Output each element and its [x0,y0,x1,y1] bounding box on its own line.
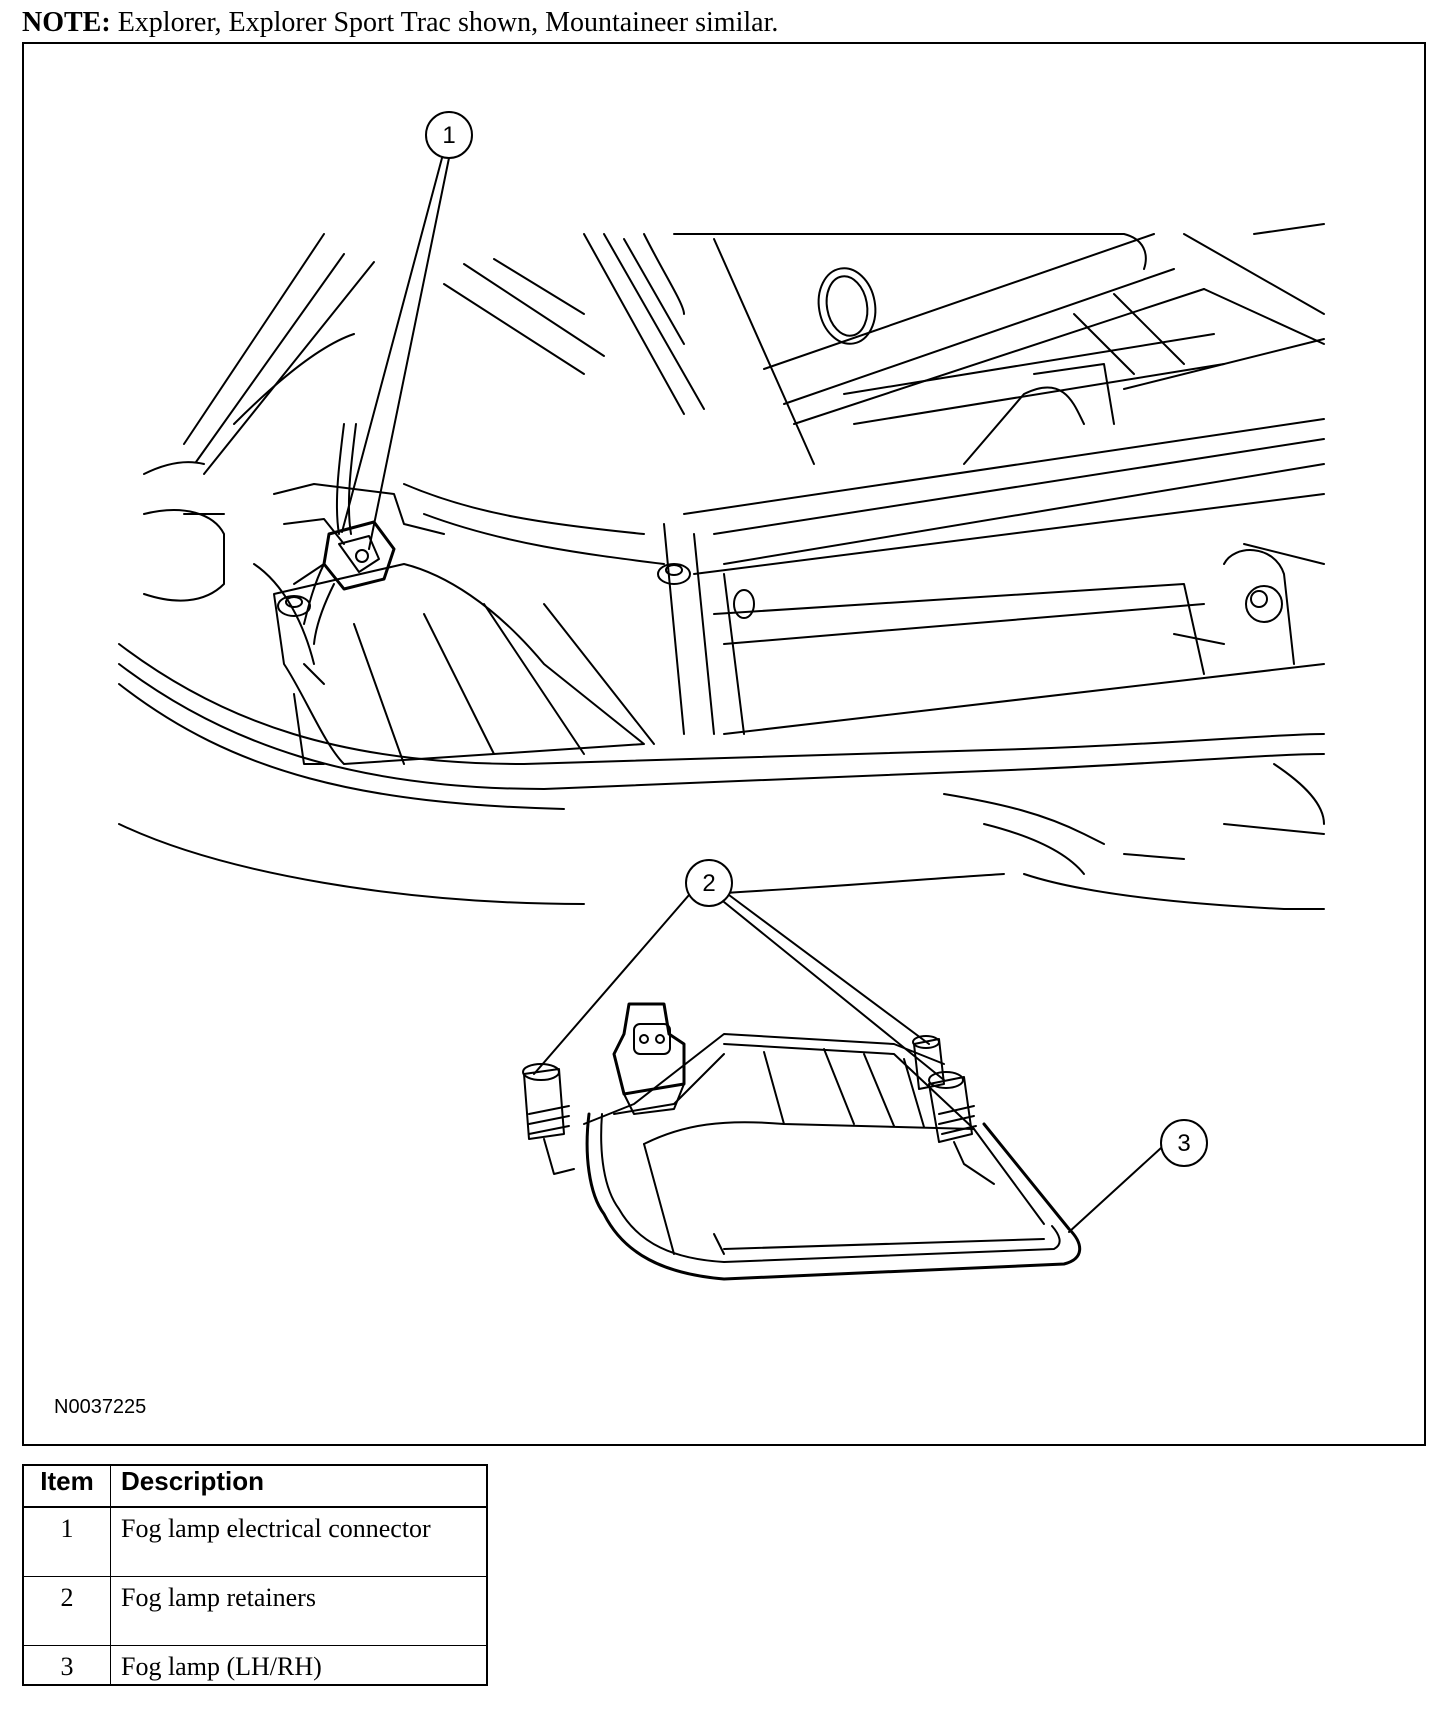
legend-header-item: Item [22,1464,111,1508]
table-row: 2 Fog lamp retainers [22,1576,488,1646]
legend-header-row: Item Description [22,1464,488,1508]
fog-lamp-drawing [522,1002,1082,1281]
callout-1: 1 [341,111,473,550]
legend-item-number: 2 [22,1576,111,1646]
callout-2-number: 2 [702,870,715,897]
figure-id: N0037225 [54,1396,147,1418]
callout-2: 2 [533,859,945,1081]
legend-item-description: Fog lamp electrical connector [110,1506,488,1577]
table-row: 3 Fog lamp (LH/RH) [22,1645,488,1686]
fog-lamp-illustration: 1 2 3 [118,111,1325,1281]
figure-frame: 1 2 3 N0037225 [22,42,1426,1446]
callout-3: 3 [1068,1119,1208,1233]
legend-item-number: 3 [22,1645,111,1686]
note-text: Explorer, Explorer Sport Trac shown, Mou… [117,7,779,38]
note-label: NOTE: [22,7,111,38]
callout-3-number: 3 [1177,1130,1190,1157]
legend-item-description: Fog lamp (LH/RH) [110,1645,488,1686]
note-line: NOTE: Explorer, Explorer Sport Trac show… [22,6,778,40]
legend-header-description: Description [110,1464,488,1508]
bumper-drawing [118,223,1325,910]
legend-item-description: Fog lamp retainers [110,1576,488,1646]
legend-table: Item Description 1 Fog lamp electrical c… [22,1464,488,1686]
callout-1-number: 1 [442,122,455,149]
table-row: 1 Fog lamp electrical connector [22,1506,488,1577]
legend-item-number: 1 [22,1506,111,1577]
